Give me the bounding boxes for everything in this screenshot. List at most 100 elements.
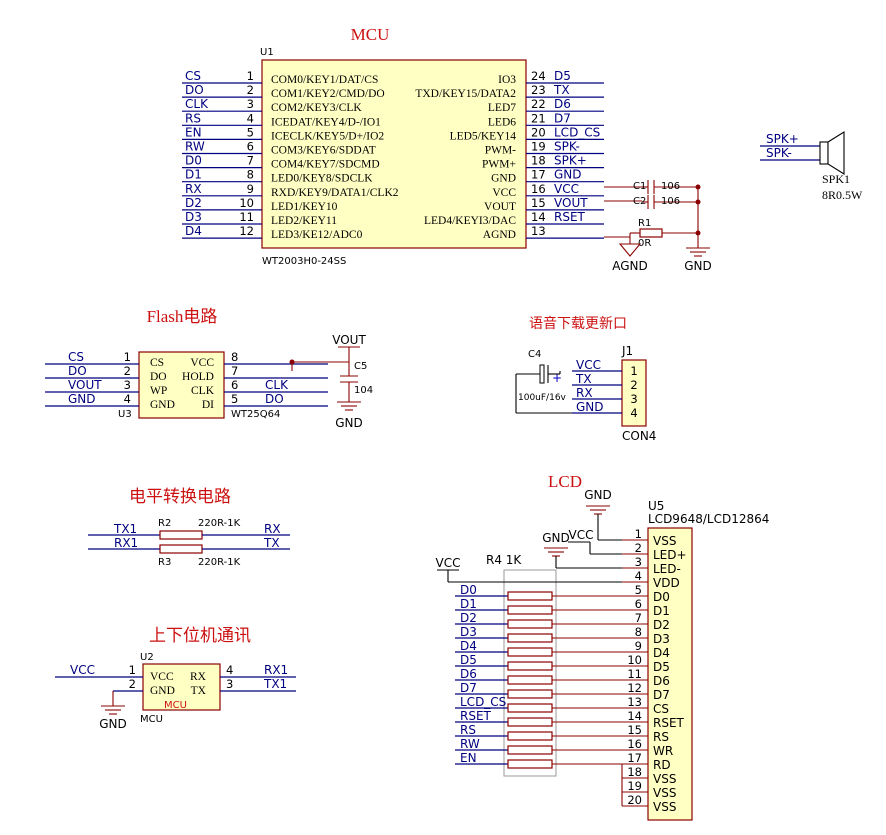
- j1-net: RX: [576, 386, 593, 400]
- lcd-pin-name: VDD: [653, 576, 680, 590]
- lcd-pin-name: WR: [653, 744, 673, 758]
- agnd-symbol: [618, 243, 642, 257]
- j1-pin-num: 2: [630, 378, 637, 392]
- level-title: 电平转换电路: [129, 487, 231, 507]
- mcu-right-pin-name: LED4/KEYI3/DAC: [424, 215, 516, 227]
- lcd-vcc-left-label: VCC: [436, 556, 461, 570]
- lcd-pin-name: RSET: [653, 716, 685, 730]
- r4-element: [507, 619, 553, 629]
- flash-left-net: CS: [68, 350, 84, 364]
- comm-right-pin-name: TX: [191, 685, 207, 697]
- lcd-pin-num: 9: [635, 639, 642, 653]
- mcu-left-pin-name: LED1/KEY10: [271, 201, 338, 213]
- j1-net: GND: [576, 400, 604, 414]
- lcd-pin-num: 20: [627, 793, 642, 807]
- speaker-cone-icon: [827, 131, 845, 175]
- c5-value: 104: [354, 385, 373, 396]
- mcu-left-net: D0: [185, 154, 202, 168]
- mcu-right-pin-name: PWM+: [482, 159, 516, 171]
- lcd-pin-num: 11: [627, 667, 642, 681]
- level-resistor-body: [159, 544, 203, 554]
- lcd-ref: U5: [648, 499, 664, 513]
- c4-ref: C4: [528, 349, 541, 360]
- lcd-pin-num: 4: [635, 569, 642, 583]
- comm-part: MCU: [140, 714, 163, 725]
- mcu-left-net: RS: [185, 111, 201, 125]
- level-left-net: RX1: [114, 536, 138, 550]
- flash-right-pin-name: HOLD: [182, 371, 214, 383]
- flash-left-net: VOUT: [68, 378, 102, 392]
- level-right-net: RX: [264, 522, 281, 536]
- r4-array-outline: [503, 569, 557, 777]
- flash-left-pin-name: GND: [150, 399, 175, 411]
- flash-left-pin-name: CS: [150, 357, 164, 369]
- junction-dot: [695, 199, 701, 205]
- mcu-right-net: SPK-: [554, 140, 580, 154]
- c4-value: 100uF/16v: [518, 393, 567, 403]
- c1-value: 106: [661, 181, 680, 192]
- r1-value: 0R: [638, 238, 651, 249]
- flash-ref: U3: [118, 409, 132, 420]
- mcu-right-net: LCD_CS: [554, 125, 600, 139]
- mcu-right-net: D7: [554, 111, 571, 125]
- mcu-part: WT2003H0-24SS: [262, 256, 346, 267]
- lcd-pin-num: 18: [627, 765, 642, 779]
- mcu-left-net: RW: [185, 140, 205, 154]
- comm-ref: U2: [140, 652, 154, 663]
- lcd-net-label: D1: [460, 597, 477, 611]
- lcd-pin-name: D2: [653, 618, 670, 632]
- comm-inner-label: MCU: [164, 700, 187, 711]
- mcu-right-net: RSET: [554, 210, 586, 224]
- lcd-pin-num: 3: [635, 555, 642, 569]
- mcu-left-pin-name: COM2/KEY3/CLK: [271, 102, 362, 114]
- flash-left-pin-num: 2: [124, 364, 131, 378]
- lcd-net-label: D6: [460, 667, 477, 681]
- flash-left-net: GND: [68, 392, 96, 406]
- comm-right-pin-num: 3: [226, 677, 233, 691]
- lcd-pin-num: 15: [627, 723, 642, 737]
- c1-ref: C1: [633, 181, 646, 192]
- mcu-right-pin-num: 13: [531, 224, 546, 238]
- level-resistor-value: 220R-1K: [198, 557, 241, 568]
- r4-element: [507, 745, 553, 755]
- flash-right-net: CLK: [265, 378, 289, 392]
- level-resistor-ref: R2: [158, 518, 171, 529]
- mcu-left-net: CLK: [185, 97, 209, 111]
- lcd-pin-name: RD: [653, 758, 671, 772]
- lcd-pin-name: VSS: [653, 800, 676, 814]
- flash-left-pin-name: WP: [150, 385, 167, 397]
- agnd-label: AGND: [612, 259, 648, 273]
- c5-ref: C5: [354, 361, 367, 372]
- lcd-gnd-mid-label: GND: [542, 531, 570, 545]
- lcd-pin-num: 5: [635, 583, 642, 597]
- j1-pin-num: 4: [630, 406, 637, 420]
- mcu-left-pin-num: 1: [247, 69, 254, 83]
- mcu-right-pin-name: VOUT: [484, 201, 516, 213]
- mcu-left-net: D3: [185, 210, 202, 224]
- lcd-pin-name: RS: [653, 730, 669, 744]
- mcu-ref: U1: [260, 47, 274, 58]
- mcu-left-net: DO: [185, 83, 204, 97]
- mcu-right-pin-num: 23: [531, 83, 546, 97]
- mcu-left-pin-name: LED2/KEY11: [271, 215, 337, 227]
- comm-title: 上下位机通讯: [149, 626, 251, 646]
- speaker-section: SPK+ SPK- SPK1 8R0.5W: [760, 131, 863, 202]
- mcu-right-pin-num: 17: [531, 168, 546, 182]
- mcu-left-pin-name: LED0/KEY8/SDCLK: [271, 173, 373, 185]
- lcd-net-label: D0: [460, 583, 477, 597]
- mcu-left-pin-num: 7: [247, 154, 254, 168]
- mcu-left-pin-name: LED3/KE12/ADC0: [271, 229, 363, 241]
- comm-right-net: TX1: [263, 677, 287, 691]
- lcd-net-label: D7: [460, 681, 477, 695]
- r4-element: [507, 661, 553, 671]
- comm-right-pin-name: RX: [190, 671, 207, 683]
- mcu-left-pin-num: 12: [239, 224, 254, 238]
- mcu-right-pin-name: PWM-: [485, 145, 516, 157]
